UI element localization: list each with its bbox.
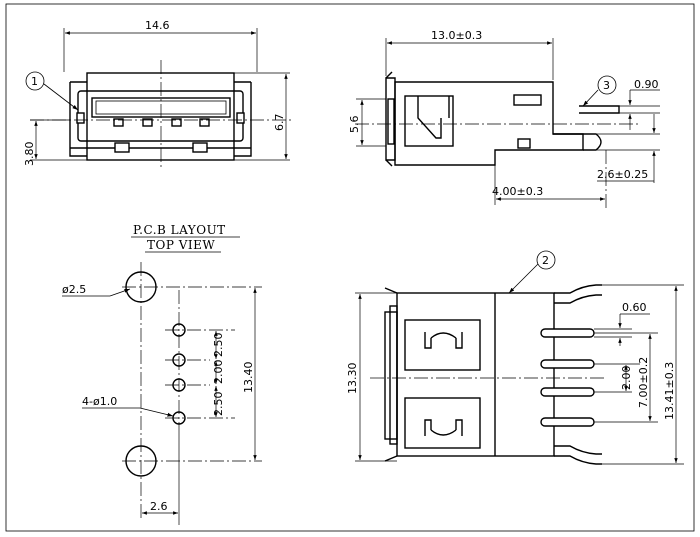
pcb-pitch-top: 2.50 xyxy=(212,333,225,358)
top-pin-width-dim: 0.60 xyxy=(622,301,647,314)
pcb-big-hole-dim: ø2.5 xyxy=(62,283,86,296)
pcb-pitch-bottom: 2.50 xyxy=(212,392,225,417)
side-body-dim: 4.00±0.3 xyxy=(492,185,543,198)
pcb-layout: P.C.B LAYOUT TOP VIEW ø2.5 4-ø1.0 xyxy=(62,223,262,525)
pcb-pitch-mid: 2.00 xyxy=(212,360,225,385)
callout-2-label: 2 xyxy=(542,254,549,267)
side-pin-length-dim: 2.6±0.25 xyxy=(597,168,648,181)
top-view: 13.30 0.60 2.00 7.00±0.2 13.41±0.3 2 xyxy=(346,250,684,465)
front-offset-dim: 3.80 xyxy=(23,142,36,167)
top-overall-dim: 13.41±0.3 xyxy=(663,362,676,420)
pcb-small-hole-dim: 4-ø1.0 xyxy=(82,395,117,408)
front-height-dim: 6.7 xyxy=(273,114,286,132)
drawing-border xyxy=(5,3,695,532)
pcb-x-offset-dim: 2.6 xyxy=(150,500,168,513)
top-pin-pitch-dim: 2.00 xyxy=(620,366,633,391)
top-pin-span-dim: 7.00±0.2 xyxy=(637,357,650,408)
pcb-subtitle: TOP VIEW xyxy=(147,238,215,252)
front-view: 14.6 6.7 3.80 xyxy=(23,19,292,170)
pcb-overall-dim: 13.40 xyxy=(242,362,255,394)
callout-2-circle xyxy=(536,250,556,270)
callout-3-circle xyxy=(597,75,617,95)
side-view: 13.0±0.3 5.6 0.90 xyxy=(348,29,660,208)
callout-3-label: 3 xyxy=(603,79,610,92)
side-length-dim: 13.0±0.3 xyxy=(431,29,482,42)
callout-1-circle xyxy=(25,71,45,91)
top-height-dim: 13.30 xyxy=(346,363,359,395)
front-width-dim: 14.6 xyxy=(145,19,170,32)
pcb-title: P.C.B LAYOUT xyxy=(133,223,226,237)
side-pin-thickness-dim: 0.90 xyxy=(634,78,659,91)
side-height-dim: 5.6 xyxy=(348,116,361,134)
callout-1-label: 1 xyxy=(31,75,38,88)
